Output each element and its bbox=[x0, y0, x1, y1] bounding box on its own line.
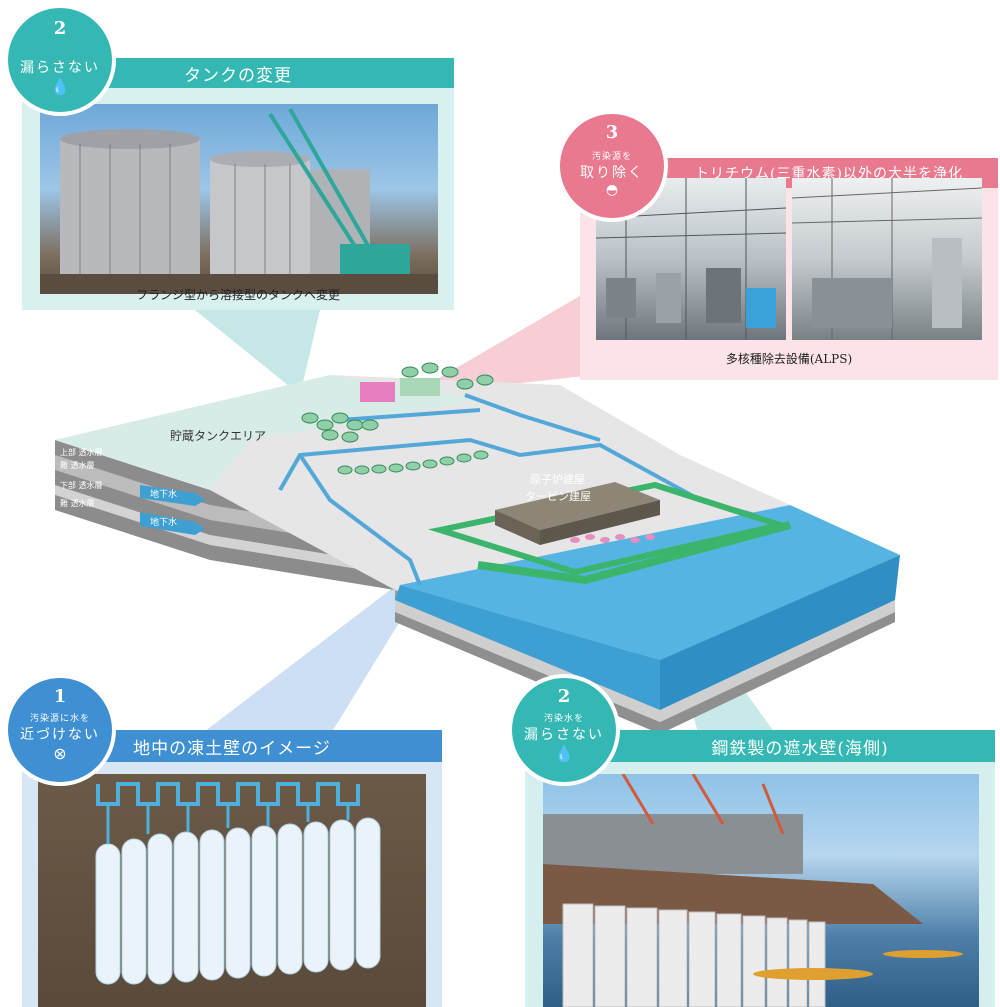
badge-seawall-small: 汚染水を bbox=[543, 714, 584, 724]
badge-tank-number: 2 bbox=[53, 18, 67, 39]
reactor-label-2: タービン建屋 bbox=[525, 489, 591, 503]
badge-alps-small: 汚染源を bbox=[591, 152, 632, 162]
callout-wedge-frozen bbox=[200, 548, 445, 735]
layer-label-1: 上部 透水層 bbox=[60, 447, 103, 457]
groundwater-arrow-1 bbox=[140, 485, 205, 506]
svg-text:地下水: 地下水 bbox=[150, 488, 177, 500]
badge-alps-number: 3 bbox=[605, 122, 619, 143]
layer-label-2: 難 透水層 bbox=[60, 460, 95, 470]
sea bbox=[400, 505, 900, 660]
badge-seawall: 2 汚染水を 漏らさない 💧 bbox=[508, 674, 620, 786]
badge-seawall-text: 漏らさない bbox=[524, 727, 604, 743]
reactor-buildings bbox=[495, 482, 660, 545]
badge-seawall-number: 2 bbox=[557, 686, 571, 707]
storage-tanks bbox=[301, 362, 494, 443]
frozen-wall-photo bbox=[38, 774, 426, 1007]
layer-label-4: 難 透水層 bbox=[60, 498, 95, 508]
badge-tank: 2 漏らさない 💧 bbox=[4, 4, 116, 116]
reactor-label-1: 原子炉建屋 bbox=[530, 472, 585, 486]
badge-frozen-small: 汚染源に水を bbox=[29, 714, 90, 724]
badge-frozen-text: 近づけない bbox=[20, 727, 100, 743]
leak-drop-icon: 💧 bbox=[50, 77, 70, 96]
badge-frozen-number: 1 bbox=[53, 686, 67, 707]
panel-tank-change: タンクの変更 bbox=[22, 58, 454, 310]
alps-photo-right bbox=[792, 178, 982, 340]
panel-seawall: 鋼鉄製の遮水壁(海側) bbox=[525, 730, 995, 1007]
badge-frozen: 1 汚染源に水を 近づけない ⊗ bbox=[4, 674, 116, 786]
leak-drop-icon: 💧 bbox=[554, 744, 574, 763]
svg-text:地下水: 地下水 bbox=[150, 516, 177, 528]
tank-photo bbox=[40, 104, 438, 294]
seawall-photo bbox=[543, 774, 979, 1007]
badge-tank-text: 漏らさない bbox=[20, 60, 100, 76]
panel-frozen-wall: 地中の凍土壁のイメージ bbox=[22, 730, 442, 1007]
no-water-icon: ⊗ bbox=[53, 744, 67, 763]
groundwater-arrow-2 bbox=[140, 512, 205, 535]
layer-label-3: 下部 透水層 bbox=[60, 480, 103, 490]
alps-caption: 多核種除去設備(ALPS) bbox=[725, 352, 853, 366]
panel-seawall-title: 鋼鉄製の遮水壁(海側) bbox=[605, 730, 995, 762]
tank-area-label: 貯蔵タンクエリア bbox=[170, 429, 266, 443]
alps-building bbox=[360, 382, 395, 402]
callout-wedge-tank bbox=[195, 310, 320, 395]
badge-alps-text: 取り除く bbox=[580, 165, 644, 181]
badge-alps: 3 汚染源を 取り除く ◓ bbox=[556, 110, 668, 222]
dish-icon: ◓ bbox=[605, 182, 619, 198]
tank-caption: フランジ型から溶接型のタンクへ変更 bbox=[135, 288, 340, 302]
